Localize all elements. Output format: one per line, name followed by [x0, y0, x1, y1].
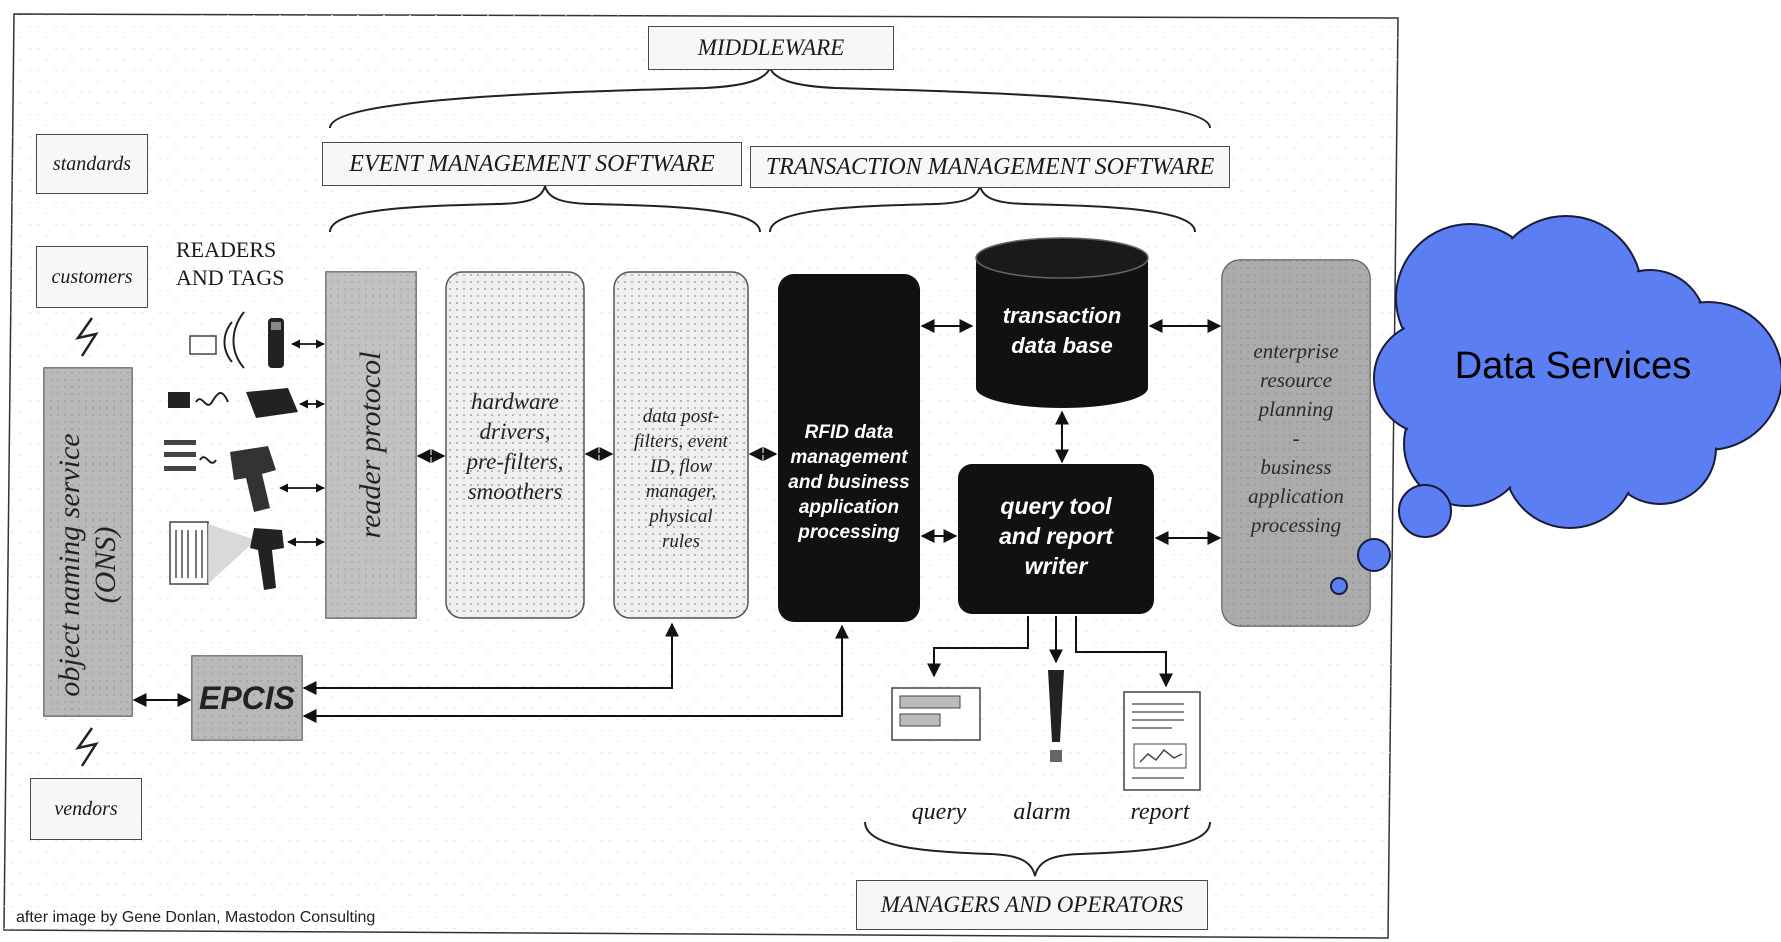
cloud-bubble-small — [1330, 577, 1348, 595]
rfid-tag-reader-icon — [168, 388, 298, 418]
event-management-label: EVENT MANAGEMENT SOFTWARE — [322, 142, 742, 186]
transaction-management-label: TRANSACTION MANAGEMENT SOFTWARE — [750, 146, 1230, 188]
reader-protocol-label: reader protocol — [354, 351, 387, 539]
ons-label: object naming service (ONS) — [53, 433, 122, 697]
middleware-label: MIDDLEWARE — [648, 26, 894, 70]
report-output-label: report — [1130, 798, 1190, 825]
report-document-icon — [1123, 691, 1201, 791]
barcode-scanner-icon — [164, 440, 276, 512]
epcis-label: EPCIS — [198, 679, 296, 716]
event-brace — [329, 185, 761, 233]
alarm-exclamation-icon — [1048, 670, 1064, 762]
transaction-db-label: transaction data base — [1002, 303, 1122, 358]
device-icons — [164, 311, 298, 590]
laser-scanner-icon — [169, 521, 284, 590]
credit-text: after image by Gene Donlan, Mastodon Con… — [16, 909, 376, 926]
cloud-bubble-medium — [1357, 538, 1391, 572]
arrow-report-output — [1075, 616, 1173, 688]
hardware-drivers-label: hardware drivers, pre-filters, smoothers — [466, 389, 564, 504]
connection-arrows — [132, 319, 1222, 723]
vendors-label: vendors — [30, 778, 142, 840]
lightning-bottom-icon — [75, 727, 99, 767]
data-post-filters-label: data post- filters, event ID, flow manag… — [634, 406, 728, 552]
rfid-card-reader-icon — [189, 311, 284, 369]
erp-label: enterprise resource planning - business … — [1248, 338, 1344, 537]
output-icons — [891, 670, 1201, 791]
data-services-label: Data Services — [1454, 344, 1692, 387]
device-arrows — [279, 339, 325, 547]
hardware-drivers-box — [445, 271, 585, 619]
standards-label: standards — [36, 134, 148, 194]
alarm-output-label: alarm — [1013, 798, 1071, 825]
transaction-db-cylinder — [975, 237, 1149, 408]
query-tool-box — [958, 464, 1154, 614]
managers-brace — [864, 821, 1211, 877]
lightning-icons — [75, 317, 99, 767]
query-tool-label: query tool and report writer — [999, 493, 1113, 579]
managers-operators-label: MANAGERS AND OPERATORS — [856, 880, 1208, 930]
lightning-top-icon — [75, 317, 99, 357]
data-services-cloud — [1330, 215, 1781, 595]
customers-label: customers — [36, 246, 148, 308]
readers-tags-label: READERS AND TAGS — [176, 237, 285, 290]
query-form-icon — [891, 687, 981, 741]
cloud-bubble-large — [1398, 484, 1452, 538]
query-output-label: query — [911, 798, 967, 825]
rfid-data-mgmt-box — [778, 274, 920, 622]
arrow-epcis-rfid — [302, 624, 849, 723]
rfid-data-mgmt-label: RFID data management and business applic… — [788, 421, 910, 543]
arrow-query-output — [927, 616, 1029, 678]
data-post-filters-box — [613, 271, 749, 619]
